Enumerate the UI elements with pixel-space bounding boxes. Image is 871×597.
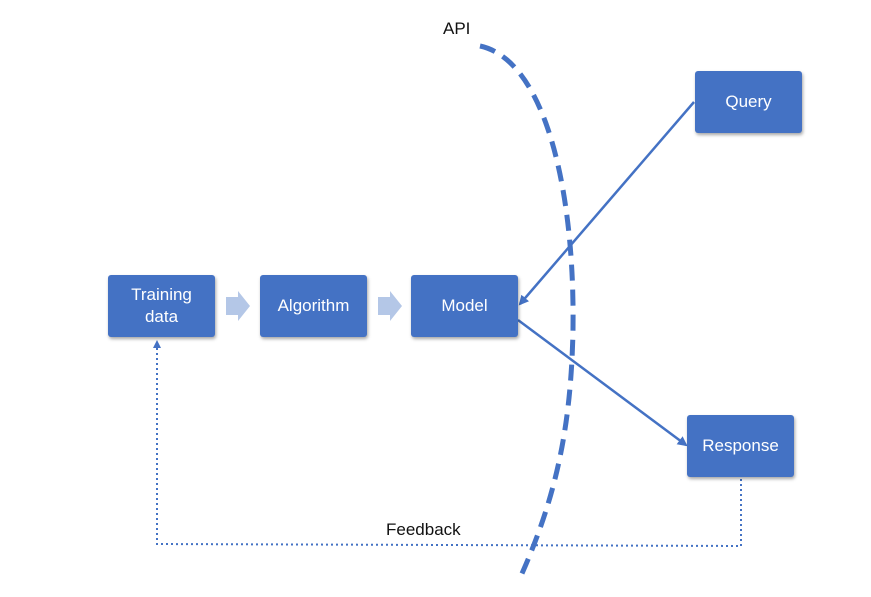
query-to-model-connector xyxy=(518,101,695,306)
model-node[interactable]: Model xyxy=(411,275,518,337)
query-node[interactable]: Query xyxy=(695,71,802,133)
api-boundary-curve xyxy=(479,43,576,580)
feedback-label: Feedback xyxy=(386,520,461,539)
algorithm-node[interactable]: Algorithm xyxy=(260,275,367,337)
model-to-response-connector xyxy=(517,318,688,447)
flow-arrow-training-to-algorithm xyxy=(226,291,250,321)
response-node[interactable]: Response xyxy=(687,415,794,477)
feedback-loop-connector xyxy=(153,340,742,548)
api-label: API xyxy=(443,19,471,38)
training-data-node[interactable]: Training data xyxy=(108,275,215,337)
flow-arrow-algorithm-to-model xyxy=(378,291,402,321)
